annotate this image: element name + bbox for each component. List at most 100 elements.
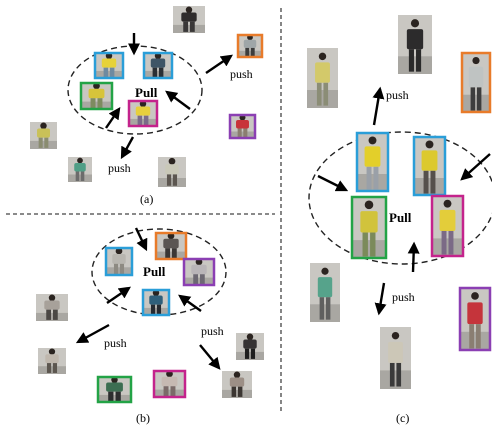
torso bbox=[243, 339, 257, 349]
torso bbox=[88, 88, 105, 99]
leg-right bbox=[243, 128, 248, 138]
crop-ground bbox=[128, 118, 158, 127]
torso bbox=[364, 146, 381, 167]
leg-right bbox=[119, 263, 125, 275]
torso bbox=[191, 264, 207, 275]
crop-ground bbox=[461, 94, 491, 113]
leg-left bbox=[150, 304, 156, 315]
person-a10 bbox=[158, 157, 186, 187]
crop-ground bbox=[142, 307, 170, 316]
head bbox=[233, 371, 241, 379]
arrow-pull-c-bottom bbox=[407, 241, 420, 273]
leg-right bbox=[158, 67, 164, 78]
figure-layer bbox=[30, 6, 492, 404]
head bbox=[368, 136, 377, 145]
leg-right bbox=[370, 232, 376, 257]
torso bbox=[149, 295, 163, 305]
leg-right bbox=[448, 230, 454, 255]
identity-frame bbox=[96, 375, 133, 404]
crop-ground bbox=[310, 304, 340, 322]
push-label-a-right: push bbox=[230, 67, 253, 81]
person-b8 bbox=[222, 371, 252, 398]
leg-left bbox=[46, 309, 52, 320]
leg-right bbox=[189, 21, 195, 32]
leg-left bbox=[90, 98, 96, 109]
leg-left bbox=[103, 67, 109, 78]
identity-frame bbox=[430, 194, 465, 258]
push-label-b-left: push bbox=[104, 336, 127, 350]
head bbox=[318, 52, 327, 61]
leg-right bbox=[170, 386, 176, 397]
person-c3 bbox=[350, 195, 388, 260]
leg-left bbox=[231, 386, 237, 397]
arrow-push-a-right bbox=[205, 54, 233, 74]
leg-left bbox=[46, 363, 52, 373]
leg-left bbox=[113, 263, 119, 275]
person-b6 bbox=[38, 348, 66, 374]
leg-right bbox=[325, 297, 331, 320]
identity-frame bbox=[412, 135, 447, 197]
person-a6 bbox=[228, 113, 257, 140]
torso bbox=[37, 128, 50, 138]
arrow-push-c-bottom bbox=[374, 282, 387, 316]
leg-left bbox=[245, 47, 250, 58]
arrow-push-b-right bbox=[199, 344, 221, 370]
head bbox=[40, 122, 47, 130]
person-c4 bbox=[430, 194, 465, 258]
person-b4 bbox=[141, 288, 171, 317]
crop-ground bbox=[38, 366, 66, 374]
torso bbox=[45, 354, 59, 364]
leg-right bbox=[199, 274, 205, 285]
leg-right bbox=[416, 49, 422, 72]
crop-ground bbox=[105, 267, 133, 276]
crop-ground bbox=[68, 174, 92, 182]
person-b1 bbox=[104, 246, 134, 277]
pull-label-b: Pull bbox=[143, 264, 166, 279]
torso bbox=[161, 376, 178, 387]
head bbox=[472, 56, 480, 65]
leg-left bbox=[408, 49, 414, 72]
leg-left bbox=[362, 232, 368, 257]
arrow-pull-a-right bbox=[165, 90, 191, 110]
torso bbox=[101, 58, 117, 68]
head bbox=[48, 294, 56, 302]
leg-right bbox=[237, 386, 243, 397]
leg-right bbox=[109, 67, 115, 78]
head bbox=[471, 292, 479, 300]
crop-ground bbox=[143, 70, 173, 79]
arrow-push-c-top bbox=[372, 86, 385, 126]
leg-left bbox=[470, 87, 476, 111]
person-a5 bbox=[236, 33, 264, 59]
leg-left bbox=[165, 248, 171, 259]
leg-left bbox=[75, 171, 80, 181]
person-a8 bbox=[30, 122, 57, 149]
torso bbox=[360, 211, 378, 233]
person-c8 bbox=[307, 48, 338, 108]
head bbox=[168, 157, 176, 165]
torso bbox=[421, 150, 438, 171]
identity-frame bbox=[350, 195, 388, 260]
leg-left bbox=[183, 21, 189, 32]
arrow-pull-b-left bbox=[106, 286, 131, 304]
leg-right bbox=[250, 348, 256, 359]
leg-right bbox=[52, 309, 58, 320]
person-a7 bbox=[173, 6, 205, 33]
arrow-pull-c-left bbox=[317, 174, 349, 192]
crop-ground bbox=[307, 90, 338, 108]
person-a4 bbox=[127, 99, 159, 128]
crop-ground bbox=[153, 389, 186, 398]
leg-right bbox=[156, 304, 162, 315]
leg-right bbox=[430, 170, 436, 194]
identity-frame bbox=[355, 131, 390, 193]
torso bbox=[236, 120, 249, 129]
leg-left bbox=[163, 386, 169, 397]
head bbox=[443, 199, 452, 208]
crop-ground bbox=[413, 178, 446, 196]
head bbox=[115, 247, 123, 255]
person-b2 bbox=[154, 231, 188, 261]
leg-left bbox=[389, 362, 395, 387]
arrow-pull-b-right bbox=[178, 294, 202, 312]
head bbox=[246, 333, 254, 341]
person-c7 bbox=[398, 15, 432, 74]
